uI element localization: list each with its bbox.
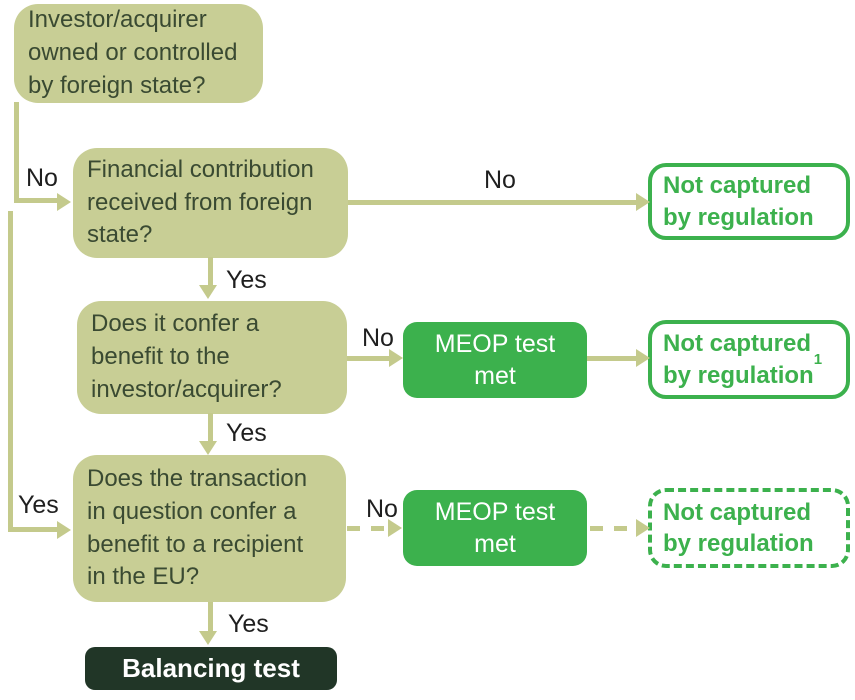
edge-label-q3-yes: Yes bbox=[226, 419, 267, 447]
connector-q3-no-line bbox=[347, 356, 390, 361]
edge-label-q2-yes: Yes bbox=[226, 266, 267, 294]
node-meop-test-met-1: MEOP test met bbox=[403, 322, 587, 398]
arrowhead-into-q3 bbox=[199, 285, 217, 299]
node-question-benefit-eu-recipient: Does the transaction in question confer … bbox=[73, 455, 346, 602]
arrowhead-into-q4-left bbox=[57, 521, 71, 539]
connector-q1-down-line bbox=[14, 102, 19, 203]
edge-label-q4-yes: Yes bbox=[228, 610, 269, 638]
arrowhead-into-q4-top bbox=[199, 441, 217, 455]
node-balancing-test: Balancing test bbox=[85, 647, 337, 690]
connector-q1-no-elbow bbox=[14, 198, 58, 203]
connector-meop2-dashed-line bbox=[590, 526, 636, 531]
edge-label-q3-no: No bbox=[362, 324, 394, 352]
node-not-captured-1: Not captured by regulation bbox=[648, 163, 850, 240]
connector-q4-yes-line bbox=[208, 602, 213, 631]
arrowhead-into-meop-1 bbox=[389, 349, 403, 367]
connector-q2-yes-line bbox=[208, 257, 213, 285]
node-meop-test-met-2: MEOP test met bbox=[403, 490, 587, 566]
connector-meop1-line bbox=[587, 356, 637, 361]
edge-label-q4-no: No bbox=[366, 495, 398, 523]
arrowhead-into-not-captured-3 bbox=[636, 519, 650, 537]
edge-label-q1-yes: Yes bbox=[18, 491, 59, 519]
connector-q1-yes-down-line bbox=[8, 211, 13, 530]
arrowhead-into-meop-2 bbox=[388, 519, 402, 537]
edge-label-q2-no: No bbox=[484, 166, 516, 194]
node-question-benefit-investor: Does it confer a benefit to the investor… bbox=[77, 301, 347, 414]
node-question-financial-contribution: Financial contribution received from for… bbox=[73, 148, 348, 258]
edge-label-q1-no: No bbox=[26, 164, 58, 192]
arrowhead-into-not-captured-1 bbox=[636, 193, 650, 211]
connector-q1-yes-elbow bbox=[8, 527, 58, 532]
node-not-captured-3-dashed: Not captured by regulation bbox=[648, 488, 850, 568]
node-question-investor-owned: Investor/acquirer owned or controlled by… bbox=[14, 4, 263, 103]
arrowhead-into-q2 bbox=[57, 193, 71, 211]
arrowhead-into-balancing bbox=[199, 631, 217, 645]
arrowhead-into-not-captured-2 bbox=[636, 349, 650, 367]
not-captured-2-text: Not captured by regulation bbox=[663, 330, 814, 389]
connector-q3-yes-line bbox=[208, 413, 213, 441]
connector-q2-no-line bbox=[348, 200, 637, 205]
connector-q4-no-dashed-line bbox=[347, 526, 389, 531]
